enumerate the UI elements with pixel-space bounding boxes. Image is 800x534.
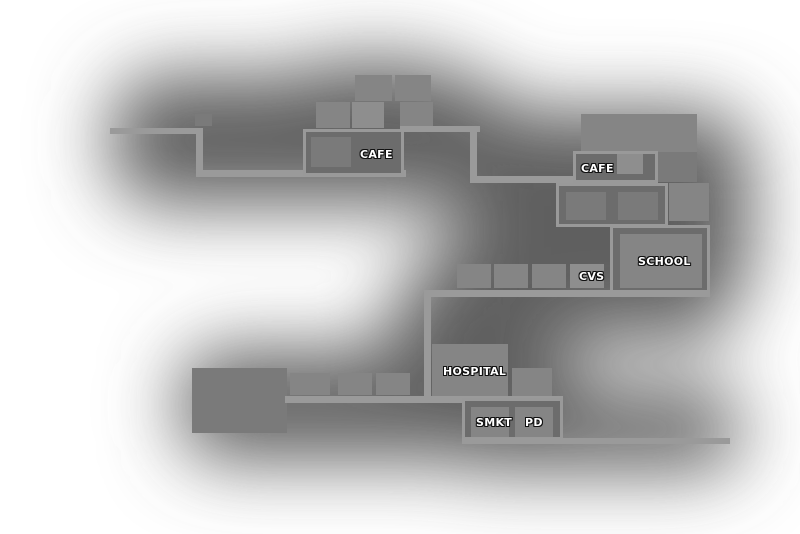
building bbox=[581, 114, 697, 152]
cafe-east-block bbox=[573, 151, 658, 183]
cvs-label: CVS bbox=[579, 270, 605, 283]
smkt-building bbox=[471, 407, 509, 437]
building bbox=[669, 183, 709, 221]
building bbox=[195, 114, 212, 126]
building bbox=[400, 102, 433, 128]
cafe-north-label: CAFE bbox=[360, 148, 393, 161]
building bbox=[566, 192, 606, 220]
building bbox=[316, 102, 350, 128]
road bbox=[424, 290, 431, 400]
road-east-spur bbox=[462, 438, 730, 444]
building bbox=[311, 137, 351, 167]
building bbox=[512, 368, 552, 396]
building bbox=[355, 75, 392, 101]
building bbox=[352, 102, 384, 128]
school-building bbox=[620, 234, 702, 288]
road bbox=[470, 126, 477, 181]
hospital-label: HOSPITAL bbox=[443, 365, 507, 378]
building-large bbox=[192, 368, 287, 433]
cafe-east-label: CAFE bbox=[581, 162, 614, 175]
building bbox=[376, 373, 410, 395]
pd-label: PD bbox=[525, 416, 543, 429]
building bbox=[617, 154, 643, 174]
building bbox=[338, 373, 372, 395]
hospital-building bbox=[432, 344, 508, 396]
road-west-spur bbox=[110, 128, 200, 134]
building bbox=[457, 264, 491, 288]
smkt-label: SMKT bbox=[476, 416, 513, 429]
road bbox=[285, 396, 563, 403]
road bbox=[196, 170, 406, 177]
cvs-building bbox=[570, 264, 604, 288]
building bbox=[532, 264, 566, 288]
road bbox=[470, 176, 590, 183]
pd-building bbox=[515, 407, 553, 437]
road bbox=[196, 128, 203, 176]
road bbox=[400, 126, 480, 132]
building bbox=[290, 373, 330, 395]
building bbox=[494, 264, 528, 288]
building bbox=[657, 152, 697, 182]
building bbox=[395, 75, 431, 101]
road bbox=[427, 290, 710, 297]
school-label: SCHOOL bbox=[638, 255, 691, 268]
building bbox=[618, 192, 658, 220]
